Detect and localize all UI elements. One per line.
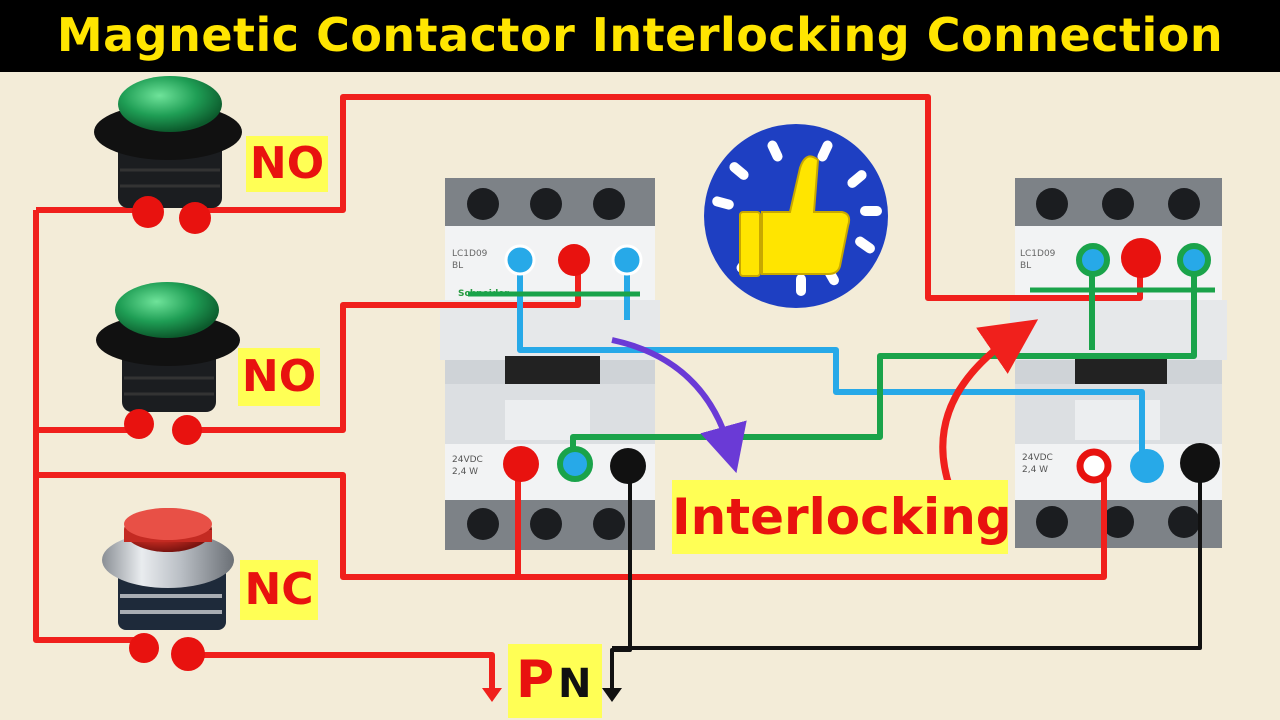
interlock-arrow-purple [611, 337, 747, 474]
terminal-dots-contactor-1 [503, 244, 646, 484]
red-push-button-icon [102, 508, 234, 630]
page-title: Magnetic Contactor Interlocking Connecti… [56, 8, 1224, 62]
phase-label: P [516, 650, 555, 710]
wire-green [468, 262, 1215, 462]
contactor-2: LC1D09 BL 24VDC 2,4 W [1010, 178, 1227, 548]
phase-neutral-label: P N [508, 644, 602, 718]
svg-text:LC1D09: LC1D09 [1020, 249, 1056, 259]
thumbs-up-icon [704, 124, 888, 308]
button-contact-dots [124, 196, 211, 671]
svg-text:2,4 W: 2,4 W [1022, 465, 1048, 475]
green-push-button-icon [96, 282, 240, 412]
svg-text:LC1D09: LC1D09 [452, 249, 488, 259]
interlock-arrow-red [939, 319, 1039, 490]
svg-text:2,4 W: 2,4 W [452, 467, 478, 477]
svg-text:24VDC: 24VDC [1022, 453, 1053, 463]
title-bar: Magnetic Contactor Interlocking Connecti… [0, 0, 1280, 72]
neutral-label: N [558, 661, 592, 707]
ground-arrows [482, 688, 622, 702]
wire-black [610, 465, 1202, 690]
nc-label-bottom: NC [240, 560, 318, 620]
svg-text:BL: BL [1020, 261, 1031, 271]
terminal-dots-contactor-2 [1076, 238, 1220, 484]
wire-red [33, 94, 1143, 690]
contactor-1: LC1D09 BL Schneider 24VDC 2,4 W [440, 178, 660, 550]
no-label-top: NO [246, 136, 328, 192]
svg-text:24VDC: 24VDC [452, 455, 483, 465]
interlocking-label: Interlocking [672, 480, 1012, 554]
svg-text:BL: BL [452, 261, 463, 271]
green-push-button-icon [94, 76, 242, 208]
no-label-middle: NO [238, 348, 320, 406]
